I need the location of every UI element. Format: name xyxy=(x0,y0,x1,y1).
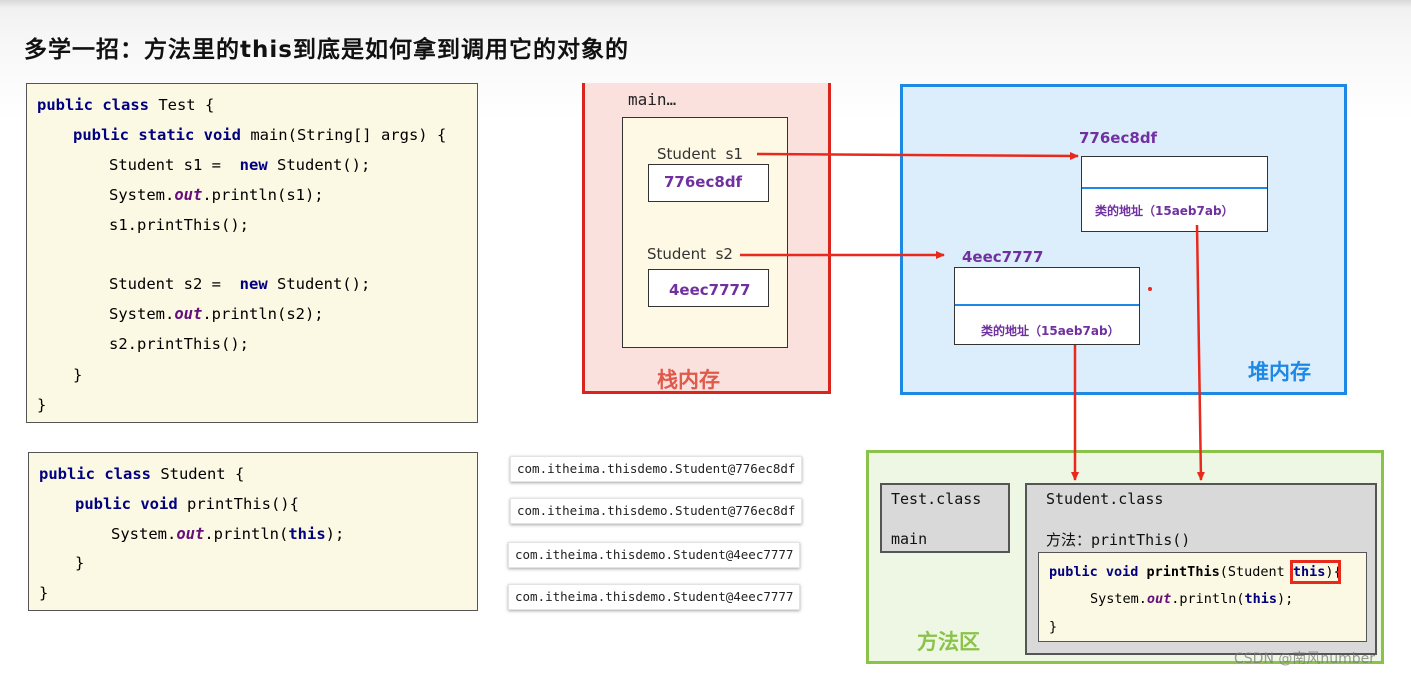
test-class-label: Test.class xyxy=(891,490,982,508)
stack-frame-label: main… xyxy=(628,90,677,109)
test-class-box xyxy=(880,483,1010,553)
this-highlight xyxy=(1290,560,1341,584)
code-line: s1.printThis(); xyxy=(109,216,249,234)
console-output: com.itheima.thisdemo.Student@776ec8df xyxy=(510,498,803,524)
student-class-label: Student.class xyxy=(1046,490,1164,508)
code-line: Student s2 = new Student(); xyxy=(109,275,371,293)
code-line: Student s1 = new Student(); xyxy=(109,156,371,174)
method-code-box xyxy=(1038,552,1367,642)
object1-class-address: 类的地址（15aeb7ab） xyxy=(1095,204,1234,218)
code-line: } xyxy=(39,584,49,602)
code-line: s2.printThis(); xyxy=(109,335,249,353)
code-line: public class Student { xyxy=(39,465,245,483)
object2 xyxy=(954,267,1140,345)
code-line: public class Test { xyxy=(37,96,215,114)
slide-title: 多学一招：方法里的this到底是如何拿到调用它的对象的 xyxy=(24,37,629,63)
code-line: public void printThis(){ xyxy=(75,495,299,513)
code-line: System.out.println(s1); xyxy=(109,186,324,204)
object2-class-address: 类的地址（15aeb7ab） xyxy=(981,324,1120,338)
code-line: } xyxy=(75,554,85,572)
heap-memory-label: 堆内存 xyxy=(1248,360,1311,384)
s1-value-box xyxy=(648,164,769,202)
code-line: System.out.println(this); xyxy=(111,525,345,543)
object2-divider xyxy=(955,304,1139,306)
test-main-label: main xyxy=(891,530,928,548)
s2-variable-label: Student s2 xyxy=(647,245,733,263)
code-line: } xyxy=(37,396,47,414)
method-code-line: } xyxy=(1049,619,1058,635)
object1-divider xyxy=(1082,187,1267,189)
method-code-line: public void printThis(Student this){ xyxy=(1049,564,1342,580)
code-line: } xyxy=(73,366,83,384)
s1-value: 776ec8df xyxy=(664,173,743,191)
object1 xyxy=(1081,156,1268,232)
student-code-panel: public class Student { public void print… xyxy=(28,452,478,611)
s1-variable-label: Student s1 xyxy=(657,145,743,163)
method-area-label: 方法区 xyxy=(917,630,980,654)
s2-value: 4eec7777 xyxy=(669,281,751,299)
console-output: com.itheima.thisdemo.Student@4eec7777 xyxy=(508,584,801,610)
red-dot xyxy=(1148,287,1152,291)
s2-value-box xyxy=(648,269,769,307)
code-line: System.out.println(s2); xyxy=(109,305,324,323)
test-code-panel: public class Test { public static void m… xyxy=(26,83,478,423)
code-line: public static void main(String[] args) { xyxy=(73,126,447,144)
method-code-line: System.out.println(this); xyxy=(1090,591,1294,607)
object2-address: 4eec7777 xyxy=(962,248,1044,266)
stack-memory-label: 栈内存 xyxy=(657,368,720,392)
object1-address: 776ec8df xyxy=(1079,129,1158,147)
method-label: 方法：printThis() xyxy=(1046,531,1191,549)
watermark: CSDN @南风number xyxy=(1234,651,1376,667)
console-output: com.itheima.thisdemo.Student@776ec8df xyxy=(510,456,803,482)
console-output: com.itheima.thisdemo.Student@4eec7777 xyxy=(508,542,801,568)
